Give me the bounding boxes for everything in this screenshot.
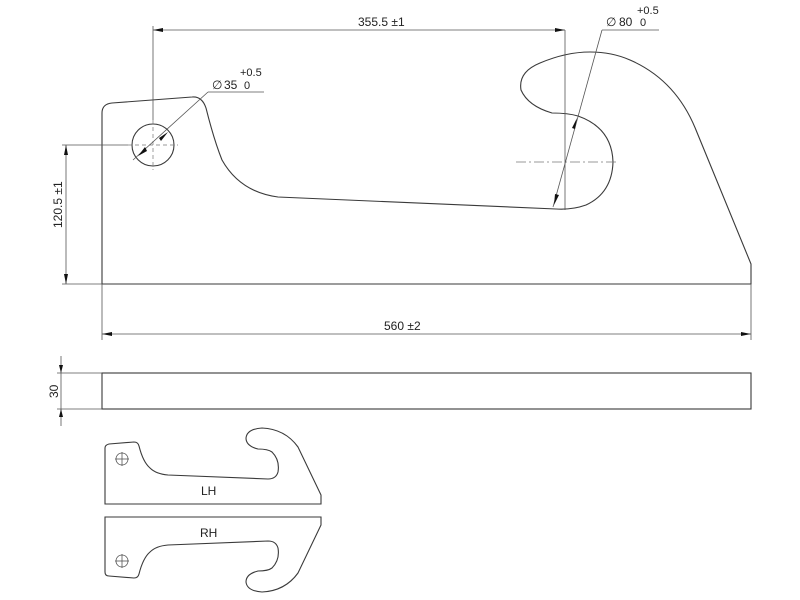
arrow-icon xyxy=(159,132,168,141)
dimension-width: 560 ±2 xyxy=(101,284,752,340)
dimension-hole-to-hook: 355.5 ±1 xyxy=(152,15,565,120)
rh-outline xyxy=(104,516,322,593)
arrow-icon xyxy=(64,145,68,155)
variant-lh: LH xyxy=(104,427,322,505)
dimension-label: 560 ±2 xyxy=(384,319,421,333)
arrow-icon xyxy=(102,332,112,336)
lower-tolerance: 0 xyxy=(640,17,646,29)
arrow-icon xyxy=(138,147,147,156)
upper-tolerance: +0.5 xyxy=(240,67,262,79)
dimension-height: 120.5 ±1 xyxy=(51,144,128,285)
arrow-icon xyxy=(59,365,63,373)
edge-view: 30 xyxy=(47,356,752,426)
dimension-label: 355.5 ±1 xyxy=(358,15,405,29)
lower-tolerance: 0 xyxy=(244,80,250,92)
leader-line xyxy=(552,29,603,208)
lh-outline xyxy=(104,427,322,505)
diameter-symbol: ∅ xyxy=(212,78,222,92)
arrow-icon xyxy=(555,28,565,32)
main-profile-view xyxy=(101,30,752,285)
dimension-hook-diameter: ∅ 80 +0.5 0 xyxy=(552,5,659,208)
diameter-symbol: ∅ xyxy=(606,15,616,29)
part-outline xyxy=(101,51,752,285)
dimension-hole-diameter: ∅ 35 +0.5 0 xyxy=(132,67,264,161)
rh-label: RH xyxy=(200,526,217,540)
arrow-icon xyxy=(572,118,577,129)
arrow-icon xyxy=(153,28,163,32)
thickness-label: 30 xyxy=(47,384,61,398)
diameter-value: 35 xyxy=(224,78,238,92)
variant-rh: RH xyxy=(104,516,322,593)
diameter-value: 80 xyxy=(619,15,633,29)
arrow-icon xyxy=(64,274,68,284)
dimension-label: 120.5 ±1 xyxy=(51,181,65,228)
arrow-icon xyxy=(59,409,63,417)
arrow-icon xyxy=(741,332,751,336)
upper-tolerance: +0.5 xyxy=(637,5,659,17)
arrow-icon xyxy=(554,194,559,205)
plate-edge-outline xyxy=(101,372,752,410)
lh-label: LH xyxy=(201,484,216,498)
